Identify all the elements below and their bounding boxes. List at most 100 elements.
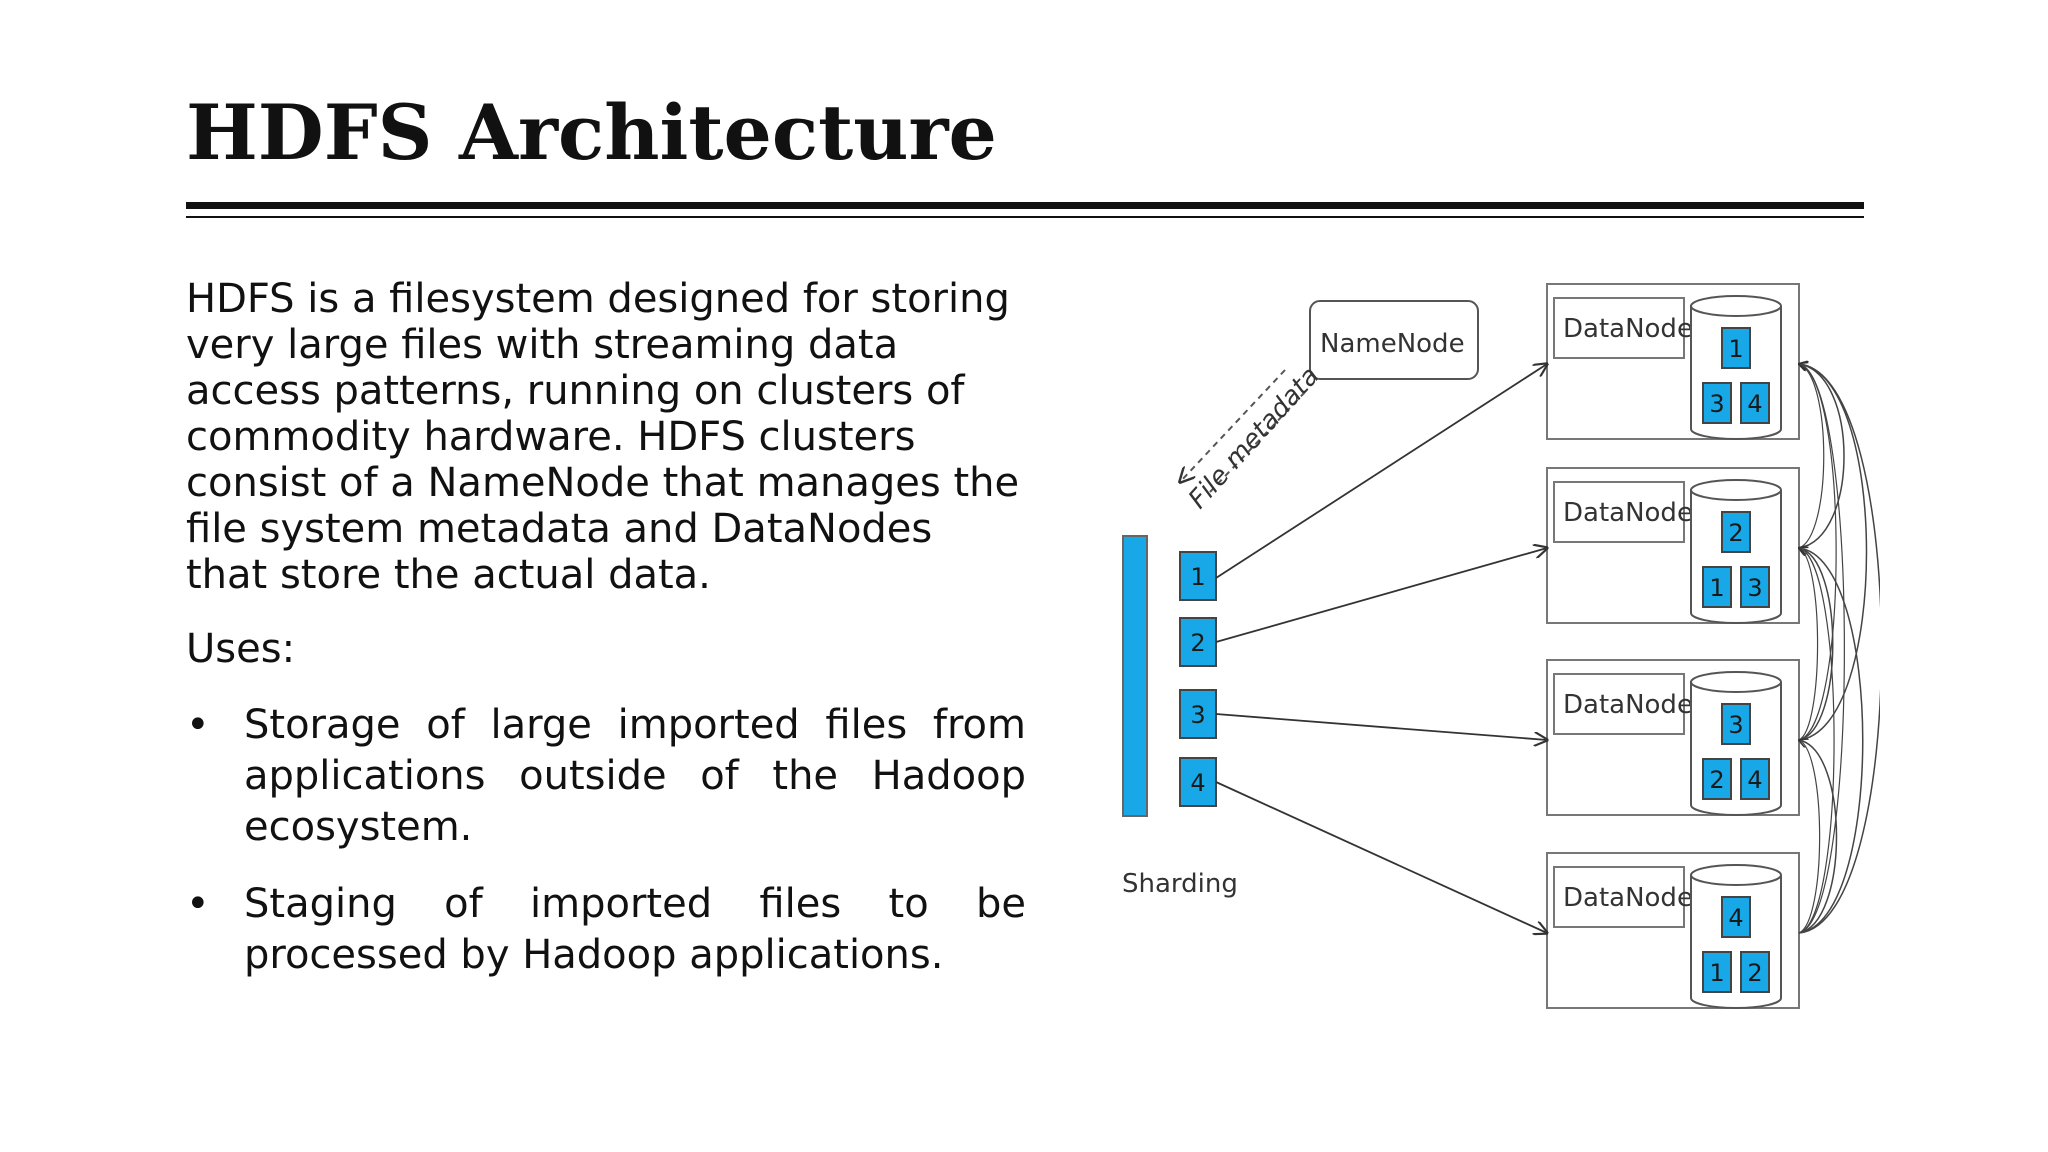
replica-block-label: 1: [1728, 335, 1743, 363]
replica-block-label: 2: [1728, 519, 1743, 547]
replica-block-label: 2: [1709, 766, 1724, 794]
replica-block-rect: [1740, 758, 1770, 800]
replica-block-rect: [1702, 758, 1732, 800]
replica-block: 4: [1721, 896, 1751, 938]
replication-curve: [1798, 363, 1868, 741]
shard-block: 4: [1179, 757, 1217, 807]
replication-curve: [1798, 739, 1838, 934]
disk-top: [1690, 671, 1782, 693]
intro-paragraph: HDFS is a filesystem designed for storin…: [186, 276, 1020, 598]
replica-block: 2: [1740, 951, 1770, 993]
replica-block: 1: [1721, 327, 1751, 369]
replication-curve: [1799, 548, 1835, 934]
shard-arrow: [1215, 548, 1547, 643]
replica-block-label: 4: [1747, 390, 1762, 418]
replication-curve: [1799, 364, 1845, 934]
replica-block-label: 2: [1747, 959, 1762, 987]
list-item: • Storage of large imported files from a…: [186, 700, 1026, 853]
datanode-label-box: [1553, 297, 1685, 359]
replication-curve: [1798, 363, 1845, 549]
replica-block-rect: [1702, 566, 1732, 608]
replica-block: 3: [1702, 382, 1732, 424]
shard-arrow: [1215, 781, 1547, 933]
replication-curve: [1798, 363, 1883, 934]
replica-block-label: 3: [1709, 390, 1724, 418]
replica-block-label: 4: [1728, 904, 1743, 932]
replica-block-rect: [1721, 703, 1751, 745]
datanode-label: DataNode: [1563, 690, 1693, 720]
shard-block-rect: [1179, 551, 1217, 601]
replica-block-rect: [1721, 327, 1751, 369]
shard-arrow: [1215, 364, 1547, 579]
replica-block: 4: [1740, 382, 1770, 424]
replication-layer: [1798, 363, 1883, 934]
replica-block-label: 1: [1709, 959, 1724, 987]
replica-block: 1: [1702, 566, 1732, 608]
replication-curve: [1799, 548, 1819, 741]
metadata-arrow: [1180, 369, 1286, 482]
replica-block: 2: [1702, 758, 1732, 800]
replication-curve: [1799, 740, 1821, 934]
disk-top: [1690, 864, 1782, 886]
replica-block: 4: [1740, 758, 1770, 800]
replica-block-label: 3: [1747, 574, 1762, 602]
shard-block-label: 1: [1190, 563, 1205, 591]
shard-block-label: 4: [1190, 769, 1205, 797]
datanode-label: DataNode: [1563, 498, 1693, 528]
file-bar: [1122, 535, 1148, 817]
title-rule-thin: [186, 216, 1864, 218]
replica-block-label: 3: [1728, 711, 1743, 739]
replica-block-rect: [1740, 382, 1770, 424]
replica-block: 2: [1721, 511, 1751, 553]
shard-block-rect: [1179, 617, 1217, 667]
metadata-arrow-line: [1209, 391, 1306, 493]
sharding-label: Sharding: [1122, 869, 1238, 899]
replication-curve: [1798, 547, 1834, 741]
replication-curve: [1798, 547, 1864, 934]
shard-block-rect: [1179, 757, 1217, 807]
replica-block-label: 4: [1747, 766, 1762, 794]
shard-block: 2: [1179, 617, 1217, 667]
list-item-text: Staging of imported files to be processe…: [244, 881, 1026, 978]
list-item: • Staging of imported files to be proces…: [186, 879, 1026, 981]
datanode-label-box: [1553, 481, 1685, 543]
shard-block-label: 3: [1190, 701, 1205, 729]
replica-block: 3: [1740, 566, 1770, 608]
bullet-glyph: •: [186, 702, 210, 748]
namenode-label: NameNode: [1320, 329, 1465, 359]
datanode-label: DataNode: [1563, 314, 1693, 344]
disk-top: [1690, 479, 1782, 501]
namenode-box: [1309, 300, 1479, 380]
uses-heading: Uses:: [186, 626, 296, 672]
replica-block-rect: [1740, 951, 1770, 993]
replica-block-rect: [1740, 566, 1770, 608]
uses-list: • Storage of large imported files from a…: [186, 700, 1026, 1007]
replica-block: 3: [1721, 703, 1751, 745]
replica-block: 1: [1702, 951, 1732, 993]
slide-title: HDFS Architecture: [186, 88, 997, 177]
replica-block-rect: [1721, 511, 1751, 553]
datanode-label-box: [1553, 866, 1685, 928]
datanode-label-box: [1553, 673, 1685, 735]
replica-block-rect: [1702, 382, 1732, 424]
arrows-layer: [1215, 364, 1547, 933]
title-rule-thick: [186, 202, 1864, 209]
disk-top: [1690, 295, 1782, 317]
shard-block: 3: [1179, 689, 1217, 739]
replica-block-rect: [1721, 896, 1751, 938]
shard-block: 1: [1179, 551, 1217, 601]
list-item-text: Storage of large imported files from app…: [244, 702, 1026, 850]
bullet-glyph: •: [186, 881, 210, 927]
datanode-label: DataNode: [1563, 883, 1693, 913]
file-metadata-label: File metadata: [1183, 361, 1326, 515]
replica-block-rect: [1702, 951, 1732, 993]
shards-layer: 1 2 3 4: [1179, 551, 1217, 807]
shard-block-label: 2: [1190, 629, 1205, 657]
